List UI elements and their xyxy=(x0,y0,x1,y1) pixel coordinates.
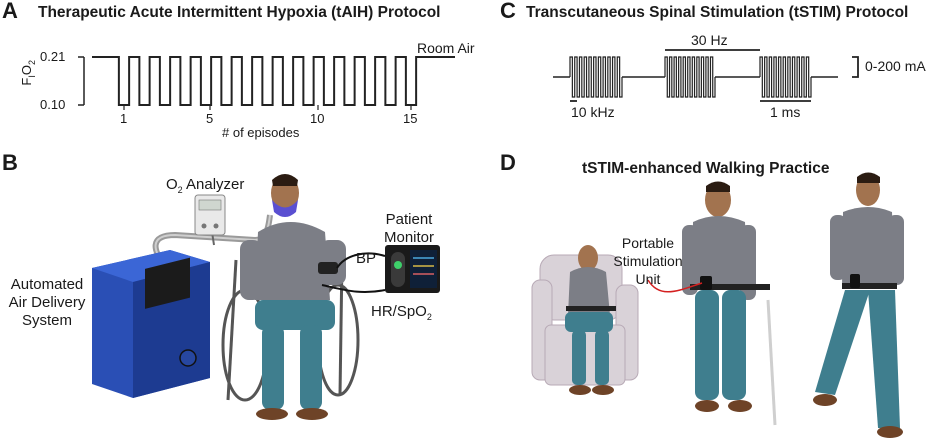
burst-duration-label: 1 ms xyxy=(770,104,800,120)
face-mask xyxy=(272,200,298,217)
stim-unit-label: Portable Stimulation Unit xyxy=(612,234,684,288)
patient-monitor-device xyxy=(385,245,440,293)
burst-2 xyxy=(665,57,715,97)
o2-analyzer-label: O2 Analyzer xyxy=(166,176,244,199)
hr-spo2-label: HR/SpO2 xyxy=(371,303,432,326)
cane xyxy=(768,300,775,425)
wheelchair xyxy=(223,258,358,400)
patient-monitor-label: Patient Monitor xyxy=(378,211,440,247)
x-tick-label-10: 10 xyxy=(310,111,324,126)
burst-frequency-label: 30 Hz xyxy=(691,32,728,48)
panel-c-title: Transcutaneous Spinal Stimulation (tSTIM… xyxy=(526,4,908,22)
panel-b-letter: B xyxy=(2,152,18,174)
panel-a-letter: A xyxy=(2,0,18,22)
air-delivery-label: Automated Air Delivery System xyxy=(2,276,92,330)
x-tick-label-5: 5 xyxy=(206,111,213,126)
o2-analyzer-device xyxy=(195,195,225,235)
fio2-waveform xyxy=(92,57,455,105)
panel-c-letter: C xyxy=(500,0,516,22)
carrier-pulses xyxy=(760,57,811,97)
air-tube xyxy=(156,215,270,270)
amplitude-bracket xyxy=(852,57,858,77)
tstim-waveform xyxy=(553,57,838,97)
bp-label: BP xyxy=(356,250,376,268)
burst-1 xyxy=(570,57,622,97)
x-axis-label: # of episodes xyxy=(222,125,299,140)
y-tick-label-high: 0.21 xyxy=(40,49,65,64)
air-delivery-cabinet xyxy=(92,250,210,398)
carrier-pulses xyxy=(570,57,622,97)
stim-unit xyxy=(700,276,712,290)
panel-a-title: Therapeutic Acute Intermittent Hypoxia (… xyxy=(38,4,440,22)
burst-3 xyxy=(760,57,811,97)
room-air-label: Room Air xyxy=(417,40,475,56)
seated-patient-b xyxy=(240,174,346,420)
x-tick-label-1: 1 xyxy=(120,111,127,126)
carrier-pulses xyxy=(665,57,715,97)
bp-cuff xyxy=(318,262,338,274)
seated-patient-d xyxy=(565,245,616,395)
panel-d-letter: D xyxy=(500,152,516,174)
y-axis-label: FIO2 xyxy=(19,53,37,93)
panel-d-title: tSTIM-enhanced Walking Practice xyxy=(582,160,829,178)
carrier-frequency-label: 10 kHz xyxy=(571,104,615,120)
y-tick-label-low: 0.10 xyxy=(40,97,65,112)
x-tick-label-15: 15 xyxy=(403,111,417,126)
amplitude-label: 0-200 mA xyxy=(865,58,926,74)
walking-patient-d xyxy=(813,173,904,439)
standing-patient-d xyxy=(682,182,775,426)
